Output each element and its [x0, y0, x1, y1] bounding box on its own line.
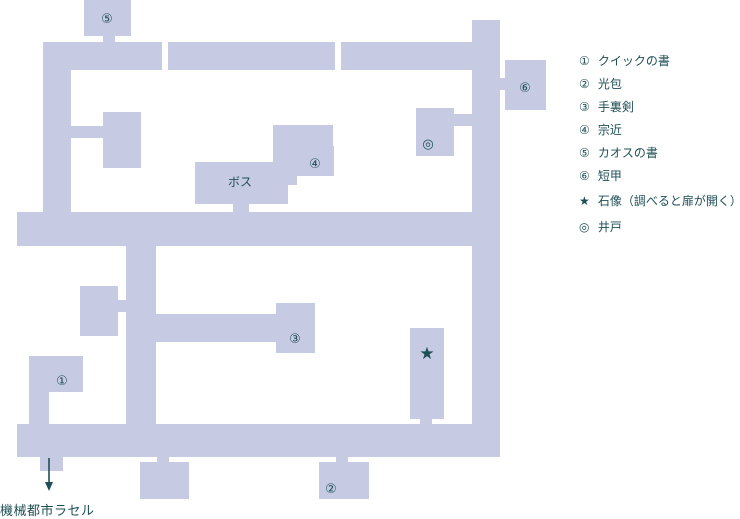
bottom-middle-connector: [157, 455, 169, 464]
legend-text: 宗近: [597, 123, 622, 137]
room-1: [29, 356, 83, 392]
legend-symbol: ⑤: [579, 146, 590, 160]
room-2-connector: [336, 455, 348, 464]
marker-2: ②: [325, 482, 337, 497]
exit-label: 機械都市ラセル: [0, 504, 95, 519]
legend-text: 井戸: [597, 220, 622, 234]
exit-arrow-head: [45, 482, 53, 491]
legend-item: ⑤ カオスの書: [579, 144, 658, 161]
marker-statue: ★: [419, 344, 434, 364]
legend-symbol: ★: [579, 194, 590, 208]
room-2: [319, 462, 369, 499]
room-4: [297, 146, 334, 176]
marker-4: ④: [309, 157, 321, 172]
map-floor: [17, 0, 546, 499]
marker-6: ⑥: [519, 81, 531, 96]
boss-label: ボス: [228, 175, 252, 189]
legend-text: クイックの書: [597, 54, 670, 68]
well-room: [416, 108, 454, 156]
legend-symbol: ③: [579, 100, 590, 114]
bottom-exit-nub: [40, 455, 63, 471]
legend-symbol: ④: [579, 123, 590, 137]
marker-5: ⑤: [101, 12, 113, 27]
marker-3: ③: [289, 332, 301, 347]
map-markers: ⑤ ⑥ ◎ ④ ボス ③ ★ ① ②: [56, 12, 531, 497]
corridor-to-room-3: [154, 314, 278, 342]
legend-item: ★ 石像（調べると扉が開く）: [579, 192, 740, 209]
left-side-room: [80, 286, 118, 336]
marker-1: ①: [56, 374, 68, 389]
door-gap: [162, 42, 168, 70]
legend-item: ④ 宗近: [579, 121, 622, 138]
door-gap: [335, 42, 341, 70]
legend-item: ◎ 井戸: [579, 218, 622, 235]
marker-well: ◎: [422, 137, 433, 152]
legend-item: ① クイックの書: [579, 52, 670, 69]
left-side-room-connector: [116, 300, 128, 312]
statue-room-connector: [420, 417, 432, 426]
legend-item: ⑥ 短甲: [579, 167, 622, 184]
room-5: [84, 0, 131, 36]
middle-corridor: [17, 212, 500, 246]
legend-symbol: ⑥: [579, 169, 590, 183]
room-5-connector: [103, 34, 115, 44]
upper-left-room: [103, 112, 141, 168]
upper-left-room-connector: [69, 126, 105, 138]
bottom-corridor: [17, 424, 500, 457]
legend-symbol: ①: [579, 54, 590, 68]
legend-text: 短甲: [597, 169, 622, 183]
room-6: [505, 60, 546, 110]
top-corridor: [43, 42, 500, 70]
legend-text: 光包: [597, 77, 622, 91]
statue-room: [410, 328, 444, 419]
bottom-middle-room: [140, 462, 189, 499]
well-room-connector: [452, 114, 474, 126]
boss-room-bridge: [273, 125, 297, 185]
legend-item: ③ 手裏剣: [579, 98, 634, 115]
left-vertical-corridor: [43, 42, 71, 222]
room-6-connector: [498, 78, 507, 90]
boss-room: [195, 162, 288, 204]
legend-text: 石像（調べると扉が開く）: [597, 194, 740, 208]
exit-arrow: [45, 458, 53, 491]
boss-room-connector: [233, 202, 249, 214]
room-3: [276, 303, 315, 353]
legend-symbol: ②: [579, 77, 590, 91]
inner-vertical-corridor: [126, 244, 156, 426]
legend-text: カオスの書: [597, 146, 658, 160]
legend-text: 手裏剣: [597, 100, 634, 114]
legend-item: ② 光包: [579, 75, 622, 92]
room-1-stem: [29, 390, 49, 426]
legend-symbol: ◎: [579, 220, 590, 234]
